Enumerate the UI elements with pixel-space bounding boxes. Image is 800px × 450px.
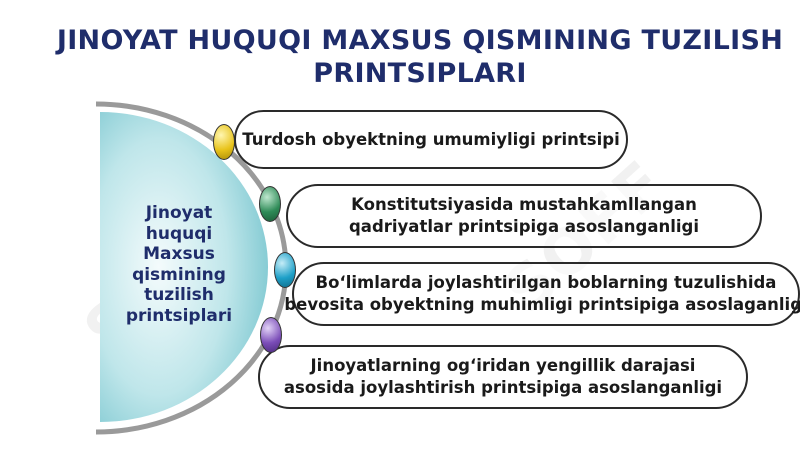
item-3-line-2: bevosita obyektning muhimligi printsipig… bbox=[284, 295, 800, 314]
page-title: JINOYAT HUQUQI MAXSUS QISMINING TUZILISH… bbox=[40, 24, 800, 90]
item-4-line-2: asosida joylashtirish printsipiga asosla… bbox=[283, 378, 723, 397]
title-line-2: PRINTSIPLARI bbox=[313, 58, 527, 89]
item-2-line-1: Konstitutsiyasida mustahkamllangan bbox=[351, 195, 697, 214]
principle-item-3: Bo‘limlarda joylashtirilgan boblarning t… bbox=[284, 262, 800, 326]
item-1-line-1: Turdosh obyektning umumiyligi printsipi bbox=[242, 129, 620, 149]
center-label-line: qismining bbox=[132, 264, 226, 285]
center-label-line: Maxsus bbox=[143, 244, 215, 264]
item-4-line-1: Jinoyatlarning og‘iridan yengillik daraj… bbox=[310, 356, 696, 375]
center-label-line: huquqi bbox=[145, 223, 213, 244]
marker-dot-yellow bbox=[213, 124, 235, 160]
marker-dot-green bbox=[259, 186, 281, 222]
title-line-1: JINOYAT HUQUQI MAXSUS QISMINING TUZILISH bbox=[56, 25, 784, 56]
center-label-line: Jinoyat bbox=[145, 203, 213, 223]
center-label-line: printsiplari bbox=[125, 305, 233, 326]
principle-item-2: Konstitutsiyasida mustahkamllangan qadri… bbox=[286, 184, 762, 248]
item-2-line-2: qadriyatlar printsipiga asoslanganligi bbox=[349, 217, 699, 236]
principle-item-4: Jinoyatlarning og‘iridan yengillik daraj… bbox=[258, 345, 748, 409]
marker-dot-purple bbox=[260, 317, 282, 353]
center-label-line: tuzilish bbox=[144, 285, 214, 305]
center-label: Jinoyat huquqi Maxsus qismining tuzilish… bbox=[108, 203, 250, 326]
center-half-circle bbox=[100, 112, 268, 422]
item-3-line-1: Bo‘limlarda joylashtirilgan boblarning t… bbox=[315, 273, 777, 292]
marker-dot-blue bbox=[274, 252, 296, 288]
principle-item-1: Turdosh obyektning umumiyligi printsipi bbox=[234, 110, 628, 169]
